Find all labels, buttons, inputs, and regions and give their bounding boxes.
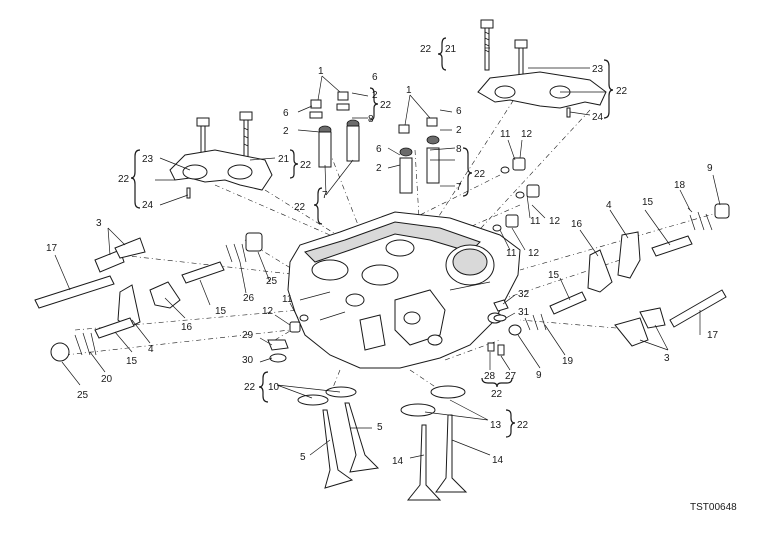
callout-16: 16 [571,219,583,230]
callout-22: 22 [616,86,628,97]
callout-6: 6 [283,108,289,119]
callout-14: 14 [392,456,404,467]
cylinder-head [287,211,521,369]
callout-22: 22 [491,389,503,400]
callout-15: 15 [548,270,560,281]
callout-9: 9 [536,370,542,381]
leader-lines [54,47,721,459]
callout-2: 2 [283,126,289,137]
callout-12: 12 [528,248,540,259]
callout-15: 15 [126,356,138,367]
callout-4: 4 [148,344,154,355]
braces [130,37,614,438]
callout-24: 24 [142,200,154,211]
callout-28: 28 [484,371,496,382]
callout-6: 6 [376,144,382,155]
callout-20: 20 [101,374,113,385]
callout-22: 22 [517,420,529,431]
callout-26: 26 [243,293,255,304]
callout-8: 8 [456,144,462,155]
callout-5: 5 [377,422,383,433]
callout-32: 32 [518,289,530,300]
right-rockers [508,231,727,347]
callout-3: 3 [664,353,670,364]
callout-17: 17 [707,330,719,341]
callout-10: 10 [268,382,280,393]
callout-22: 22 [294,202,306,213]
callout-25: 25 [266,276,278,287]
callout-22: 22 [420,44,432,55]
callout-11: 11 [282,294,293,305]
valve-springs-left [309,91,360,168]
callout-6: 6 [456,106,462,117]
callout-12: 12 [262,306,274,317]
valves [297,385,468,501]
callout-12: 12 [521,129,533,140]
callout-24: 24 [592,112,604,123]
callout-21: 21 [445,44,457,55]
callout-13: 13 [490,420,502,431]
callout-23: 23 [592,64,604,75]
callout-14: 14 [492,455,504,466]
callout-18: 18 [674,180,686,191]
callout-27: 27 [505,371,517,382]
callout-labels: 22 21 23 22 24 1 6 2 6 2 8 22 1 6 2 6 2 … [46,44,719,467]
callout-5: 5 [300,452,306,463]
callout-15: 15 [642,197,654,208]
callout-22: 22 [380,100,392,111]
callout-19: 19 [562,356,574,367]
callout-6: 6 [372,72,378,83]
callout-22: 22 [300,160,312,171]
callout-1: 1 [318,66,324,77]
callout-21: 21 [278,154,290,165]
drawing-code: TST00648 [690,502,737,513]
callout-22: 22 [474,169,486,180]
valve-springs-right [398,117,440,194]
callout-25: 25 [77,390,89,401]
callout-17: 17 [46,243,58,254]
callout-7: 7 [456,182,462,193]
callout-31: 31 [518,307,530,318]
callout-11: 11 [500,129,511,140]
right-small-parts [492,157,730,232]
callout-9: 9 [707,163,713,174]
callout-15: 15 [215,306,227,317]
callout-2: 2 [376,163,382,174]
callout-3: 3 [96,218,102,229]
cam-cap-top-right [477,19,607,118]
callout-16: 16 [181,322,193,333]
callout-8: 8 [368,114,374,125]
callout-2: 2 [372,90,378,101]
callout-4: 4 [606,200,612,211]
callout-22: 22 [244,382,256,393]
callout-1: 1 [406,85,412,96]
cam-cap-left [169,111,273,199]
callout-30: 30 [242,355,254,366]
callout-7: 7 [322,190,328,201]
callout-23: 23 [142,154,154,165]
callout-11: 11 [506,248,517,259]
callout-29: 29 [242,330,254,341]
callout-12: 12 [549,216,561,227]
callout-2: 2 [456,125,462,136]
callout-11: 11 [530,216,541,227]
left-rockers [34,232,309,363]
callout-22: 22 [118,174,130,185]
